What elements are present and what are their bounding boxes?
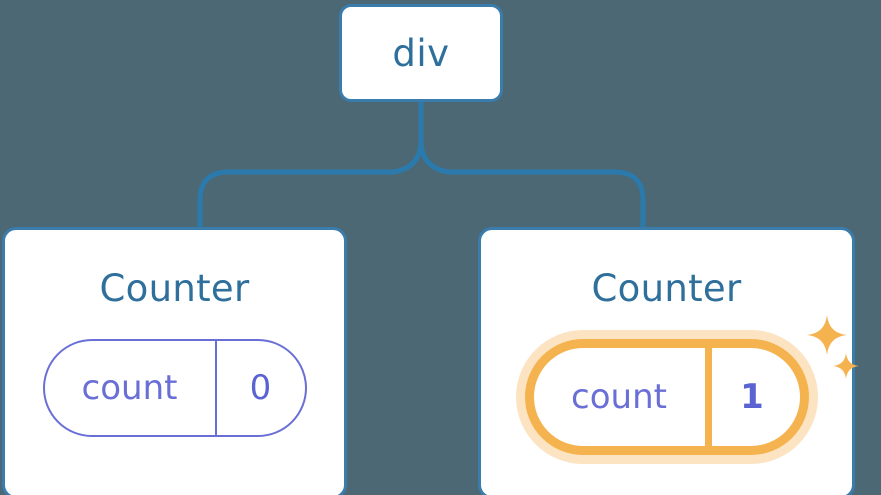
state-pill-right-value-cell: 1 (712, 348, 793, 446)
state-pill-left-key-cell: count (45, 341, 217, 435)
state-pill-wrap-left: count 0 (42, 339, 307, 437)
state-pill-left[interactable]: count 0 (42, 339, 307, 437)
node-counter-left-content: Counter count 0 (5, 230, 344, 495)
state-pill-right[interactable]: count 1 (524, 339, 809, 455)
sparkle-group (806, 315, 867, 391)
node-root-div[interactable]: div (339, 4, 503, 102)
state-pill-left-value: 0 (249, 368, 272, 408)
node-root-label: div (392, 31, 450, 75)
state-pill-right-key-cell: count (534, 348, 712, 446)
sparkle-large-icon (806, 315, 847, 355)
connector-stem (418, 99, 646, 231)
node-counter-right[interactable]: Counter count 1 (478, 227, 859, 495)
state-pill-right-value: 1 (740, 377, 764, 417)
state-pill-right-key: count (571, 377, 667, 417)
node-counter-right-label: Counter (591, 267, 742, 310)
node-counter-left-label: Counter (99, 267, 250, 310)
sparkle-small-icon (832, 353, 859, 379)
connector-branch-left (197, 137, 424, 231)
state-pill-left-value-cell: 0 (217, 341, 305, 435)
state-pill-wrap-right: count 1 (524, 315, 859, 455)
node-counter-right-content: Counter count 1 (481, 230, 859, 495)
state-pill-left-key: count (81, 368, 178, 408)
node-counter-left[interactable]: Counter count 0 (2, 227, 347, 495)
